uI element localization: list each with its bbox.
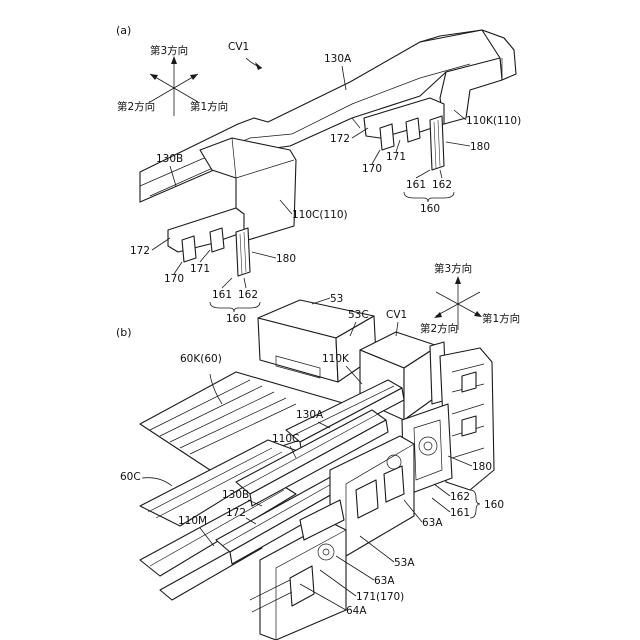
axis-indicator-a: 第3方向 第2方向 第1方向	[117, 44, 228, 116]
leader-172-left	[152, 238, 170, 250]
label-180-right: 180	[470, 141, 490, 153]
label-53A: 53A	[394, 557, 415, 569]
panel-b: (b) 第3方向 第2方向 第1方向	[116, 262, 520, 640]
leader-161-b	[432, 498, 450, 512]
label-161-left: 161	[212, 289, 232, 301]
label-160-b: 160	[484, 499, 504, 511]
label-172-left: 172	[130, 245, 150, 257]
label-170-left: 170	[164, 273, 184, 285]
label-110K-a: 110K(110)	[466, 115, 521, 127]
label-110C-a: 110C(110)	[292, 209, 348, 221]
label-130A-a: 130A	[324, 53, 352, 65]
axis-dir2-label-b: 第2方向	[420, 322, 458, 335]
leader-170-right	[372, 150, 380, 164]
label-180-left: 180	[276, 253, 296, 265]
axis-dir1-label-b: 第1方向	[482, 312, 520, 325]
leader-60C	[142, 478, 172, 486]
label-171-right: 171	[386, 151, 406, 163]
label-180-b: 180	[472, 461, 492, 473]
label-160-right: 160	[420, 203, 440, 215]
panel-b-label: (b)	[116, 326, 132, 339]
axis-dir1-label: 第1方向	[190, 100, 228, 113]
axis-dir3-label: 第3方向	[150, 44, 188, 57]
label-160-left: 160	[226, 313, 246, 325]
label-110C-b: 110C	[272, 433, 299, 445]
axis-indicator-b: 第3方向 第2方向 第1方向	[420, 262, 520, 335]
label-161-right: 161	[406, 179, 426, 191]
axis-dir2-label: 第2方向	[117, 100, 155, 113]
label-162-right: 162	[432, 179, 452, 191]
label-171-170-b: 171(170)	[356, 591, 404, 603]
label-53: 53	[330, 293, 343, 305]
cv1-label: CV1	[228, 41, 249, 53]
leader-53A	[360, 536, 394, 562]
label-170-right: 170	[362, 163, 382, 175]
label-60K: 60K(60)	[180, 353, 222, 365]
label-171-left: 171	[190, 263, 210, 275]
label-172-right: 172	[330, 133, 350, 145]
label-162-b: 162	[450, 491, 470, 503]
label-162-left: 162	[238, 289, 258, 301]
leader-162-b	[434, 484, 450, 496]
axis-dir3-label-b: 第3方向	[434, 262, 472, 275]
label-CV1-b: CV1	[386, 309, 407, 321]
label-64A: 64A	[346, 605, 367, 617]
brace-160-left	[210, 302, 260, 312]
label-130B-b: 130B	[222, 489, 249, 501]
leader-180-right	[446, 142, 470, 146]
label-172-b: 172	[226, 507, 246, 519]
label-63A-lower: 63A	[374, 575, 395, 587]
label-130A-b: 130A	[296, 409, 324, 421]
panel-a-label: (a)	[116, 24, 131, 37]
label-60C: 60C	[120, 471, 141, 483]
label-130B-a: 130B	[156, 153, 183, 165]
leader-53	[312, 298, 330, 304]
leader-171-left	[200, 250, 210, 262]
panel-a: (a) 第3方向 第2方向 第1方向 CV1	[116, 24, 521, 325]
label-110M: 110M	[178, 515, 207, 527]
brace-160-b	[470, 490, 480, 518]
leader-161-162-left	[222, 278, 246, 288]
leader-180-left	[252, 252, 276, 258]
label-63A-upper: 63A	[422, 517, 443, 529]
label-110K-b: 110K	[322, 353, 350, 365]
leader-161-162-right	[416, 170, 442, 178]
brace-160-right	[404, 192, 454, 202]
label-53C: 53C	[348, 309, 369, 321]
label-161-b: 161	[450, 507, 470, 519]
